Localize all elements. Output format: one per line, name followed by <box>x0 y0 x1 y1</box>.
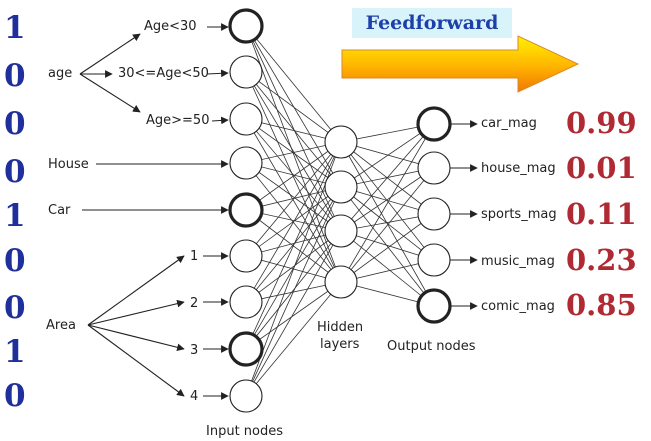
input-bit: 1 <box>4 198 26 234</box>
output-node <box>417 151 451 185</box>
connection-line <box>340 123 435 188</box>
hidden-layers-caption-line1: Hidden <box>317 320 364 335</box>
output-label: comic_mag <box>481 299 555 314</box>
connection-line <box>245 230 342 350</box>
connection-line <box>340 167 435 232</box>
age-split-arrow <box>79 73 141 113</box>
group-label-house: House <box>48 157 89 172</box>
input-node <box>229 379 263 413</box>
input-node <box>229 239 263 273</box>
output-label: music_mag <box>481 254 555 269</box>
input-bit: 0 <box>4 58 26 94</box>
output-label: house_mag <box>481 161 556 176</box>
output-label: car_mag <box>481 116 537 131</box>
input-node-active <box>228 192 264 228</box>
area-branch-label: 4 <box>190 389 199 404</box>
hidden-layers-caption-line2: layers <box>320 337 360 352</box>
hidden-node <box>324 170 358 204</box>
input-node <box>229 102 263 136</box>
area-split-arrow <box>87 324 185 352</box>
age-branch-label: Age<30 <box>144 19 197 34</box>
output-node-active <box>416 106 452 142</box>
connection-line <box>245 118 342 283</box>
input-nodes-caption: Input nodes <box>206 424 284 439</box>
connection-line <box>245 71 342 143</box>
hidden-node <box>324 265 358 299</box>
connection-line <box>340 123 435 283</box>
connection-line <box>245 25 342 143</box>
input-node <box>229 146 263 180</box>
connection-line <box>340 167 435 283</box>
connection-line <box>340 141 435 261</box>
age-branch-label: Age>=50 <box>146 113 210 128</box>
connection-line <box>245 281 342 350</box>
group-label-car: Car <box>48 203 71 218</box>
input-node <box>229 285 263 319</box>
feedforward-arrow <box>341 35 580 93</box>
output-value: 0.01 <box>566 151 637 185</box>
connection-line <box>245 71 342 283</box>
input-bit: 0 <box>4 290 26 326</box>
output-value: 0.99 <box>566 106 637 140</box>
group-label-area: Area <box>46 318 76 333</box>
connection-line <box>340 230 435 307</box>
output-value: 0.11 <box>566 197 637 231</box>
hidden-node <box>324 214 358 248</box>
connection-line <box>245 230 342 303</box>
connection-line <box>245 281 342 397</box>
branch-to-node-arrow <box>206 69 229 78</box>
connection-line <box>340 123 435 232</box>
hidden-node <box>324 125 358 159</box>
input-bit: 0 <box>4 243 26 279</box>
input-node-active <box>228 331 264 367</box>
connection-line <box>340 186 435 261</box>
connection-line <box>245 71 342 232</box>
output-value: 0.23 <box>566 243 637 277</box>
connection-line <box>245 141 342 303</box>
age-branch-label: 30<=Age<50 <box>118 66 209 81</box>
branch-to-node-arrow <box>211 116 229 125</box>
group-label-age: age <box>48 66 73 81</box>
area-split-arrow <box>87 324 185 397</box>
connection-line <box>245 141 342 211</box>
connection-line <box>340 213 435 283</box>
output-node <box>417 197 451 231</box>
area-branch-label: 1 <box>190 249 199 264</box>
area-branch-label: 2 <box>190 296 199 311</box>
input-bit: 1 <box>4 10 26 46</box>
connection-line <box>245 162 342 232</box>
connection-line <box>245 25 342 188</box>
input-bit: 0 <box>4 154 26 190</box>
connection-line <box>245 71 342 188</box>
connection-line <box>245 230 342 397</box>
connection-line <box>245 186 342 303</box>
input-node-active <box>228 8 264 44</box>
output-label: sports_mag <box>481 207 557 222</box>
feedforward-title: Feedforward <box>352 8 512 38</box>
connection-line <box>340 186 435 307</box>
input-node <box>229 55 263 89</box>
input-bit: 0 <box>4 106 26 142</box>
connection-line <box>245 25 342 232</box>
area-split-arrow <box>87 299 185 326</box>
area-branch-label: 3 <box>190 343 199 358</box>
output-nodes-caption: Output nodes <box>387 339 476 354</box>
connection-line <box>245 141 342 350</box>
output-value: 0.85 <box>566 288 637 322</box>
age-split-arrow <box>79 33 141 75</box>
connection-line <box>245 141 342 257</box>
output-node <box>417 243 451 277</box>
output-node-active <box>416 288 452 324</box>
area-split-arrow <box>87 255 185 326</box>
input-bit: 1 <box>4 334 26 370</box>
connection-line <box>245 186 342 397</box>
input-bit: 0 <box>4 378 26 414</box>
